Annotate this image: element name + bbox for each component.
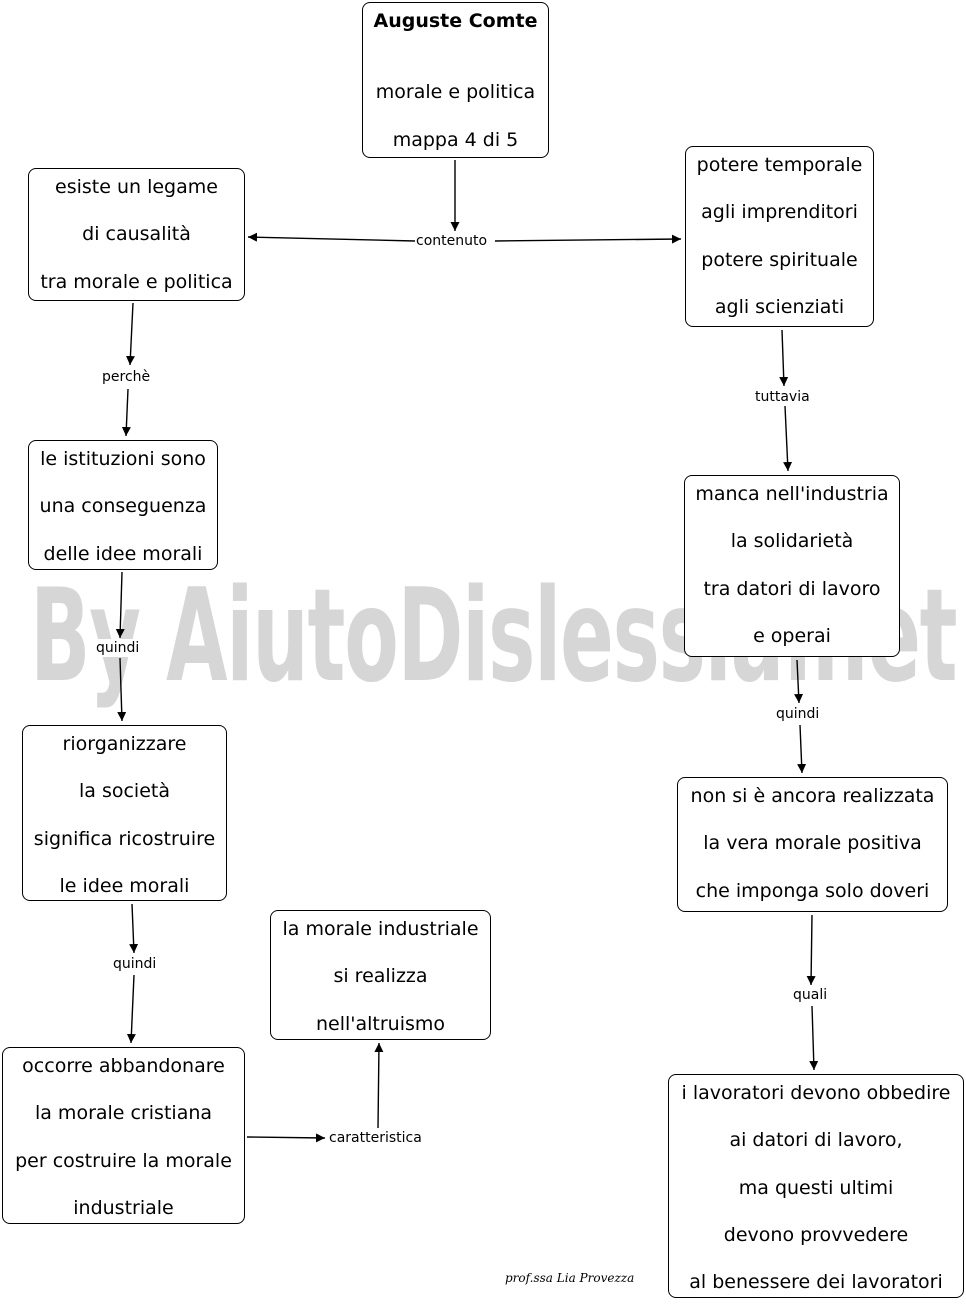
node-text-line: potere temporale (696, 154, 863, 176)
edge-perche-institutions (121, 388, 131, 437)
node-text-line: la società (79, 780, 170, 803)
edge-quali-workers (809, 1005, 819, 1071)
author-credit: prof.ssa Lia Provezza (505, 1271, 635, 1285)
edge-causality-perche (125, 302, 135, 366)
edge-positive-morals-quali (806, 914, 816, 986)
node-text-line: manca nell'industria (695, 483, 889, 505)
edge-quindi-reorganize (117, 657, 127, 722)
node-abandon: occorre abbandonare la morale cristiana pe… (2, 1047, 245, 1224)
edge-label-tuttavia: tuttavia (755, 388, 810, 406)
node-altruism: la morale industriale si realizza nell'alt… (270, 910, 491, 1040)
node-text-line: tra morale e politica (40, 270, 233, 293)
node-workers: i lavoratori devono obbedire ai datori di… (668, 1074, 964, 1298)
edge-solidarity-quindi (794, 659, 804, 704)
node-text-line: devono provvedere (723, 1223, 909, 1246)
edge-powers-tuttavia (779, 329, 789, 387)
node-text-line: una conseguenza (39, 495, 207, 518)
edge-label-quindi-left-2: quindi (113, 955, 157, 973)
node-text-line: al benessere dei lavoratori (689, 1271, 943, 1294)
edge-quindi-positive-morals (797, 724, 807, 774)
node-text-line: occorre abbandonare (22, 1055, 225, 1077)
edge-contenuto-powers (494, 234, 682, 244)
node-text-line: ma questi ultimi (738, 1176, 894, 1199)
node-text-line: la morale cristiana (34, 1102, 213, 1125)
node-text-line (363, 50, 548, 74)
edge-label-contenuto: contenuto (416, 232, 488, 250)
node-text-line: non si è ancora realizzata (690, 785, 935, 807)
node-text-line: le idee morali (59, 874, 190, 897)
edge-label-perche: perchè (102, 368, 151, 386)
edge-institutions-quindi (115, 571, 125, 639)
edge-quindi-abandon (126, 974, 136, 1044)
edge-tuttavia-solidarity (783, 405, 793, 472)
node-text-line: tra datori di lavoro (703, 577, 881, 600)
node-text-line: riorganizzare (62, 733, 187, 755)
edge-contenuto-causality (247, 232, 416, 242)
node-positive-morals: non si è ancora realizzata la vera morale… (677, 777, 948, 912)
node-text-line: per costruire la morale (15, 1149, 232, 1172)
node-text-line: ai datori di lavoro, (729, 1129, 903, 1152)
edge-abandon-caratteristica (246, 1133, 326, 1143)
node-text-line: di causalità (82, 223, 191, 246)
node-text-line: delle idee morali (43, 542, 203, 565)
node-title: Auguste Comte morale e politica mappa 4 di… (362, 2, 549, 158)
node-text-line: la vera morale positiva (703, 832, 922, 855)
node-causality: esiste un legame di causalità tra morale e… (28, 168, 245, 301)
edge-caratteristica-altruism (374, 1042, 384, 1129)
node-text-line: la morale industriale (282, 918, 479, 940)
node-text-line: i lavoratori devono obbedire (681, 1082, 951, 1104)
node-text-line: agli scienziati (714, 295, 845, 318)
edge-label-quali: quali (793, 986, 828, 1004)
node-text-line: mappa 4 di 5 (392, 128, 519, 151)
node-text-line: industriale (73, 1196, 174, 1219)
node-reorganize: riorganizzare la società significa ricostr… (22, 725, 227, 901)
node-solidarity: manca nell'industria la solidarietà tra da… (684, 475, 900, 657)
edge-reorganize-quindi (129, 903, 139, 954)
node-text-line: morale e politica (375, 81, 536, 104)
edge-label-quindi-right: quindi (776, 705, 820, 723)
node-text-line: potere spirituale (701, 248, 858, 271)
node-text-line: esiste un legame (55, 176, 218, 198)
node-text-line: le istituzioni sono (40, 448, 206, 470)
node-text-line: agli imprenditori (701, 201, 858, 224)
node-text-line: nell'altruismo (315, 1012, 446, 1035)
node-text-line: che imponga solo doveri (695, 879, 930, 902)
node-text-line: Auguste Comte (373, 10, 538, 32)
node-text-line: e operai (753, 624, 831, 647)
node-text-line: si realizza (333, 965, 428, 988)
edge-label-caratteristica: caratteristica (329, 1129, 422, 1147)
node-text-line: significa ricostruire (33, 827, 216, 850)
edge-label-quindi-left-1: quindi (96, 639, 140, 657)
node-powers: potere temporale agli imprenditori potere … (685, 146, 874, 327)
node-text-line: la solidarietà (730, 530, 854, 553)
node-institutions: le istituzioni sono una conseguenza delle … (28, 440, 218, 570)
